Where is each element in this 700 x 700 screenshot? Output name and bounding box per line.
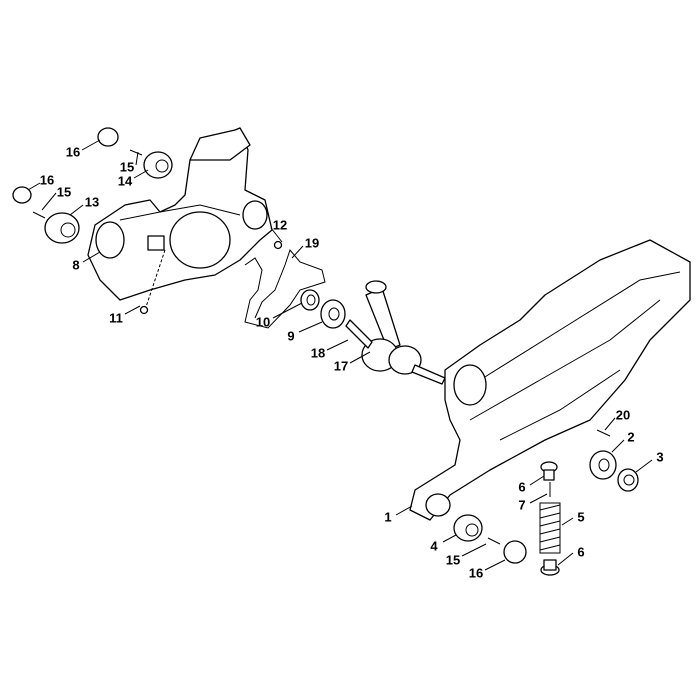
part-label-3: 3: [656, 449, 664, 465]
nut-12: [273, 240, 283, 250]
plug-6-lower: [540, 559, 560, 576]
crankcase-right-half: [409, 239, 691, 521]
part-label-7: 7: [518, 497, 526, 513]
screw-15-lower: [487, 537, 501, 545]
part-label-15: 15: [445, 552, 461, 568]
annular-buffer-14: [143, 151, 173, 179]
part-label-16: 16: [39, 172, 55, 188]
part-label-20: 20: [615, 407, 631, 423]
leader-lines: [27, 139, 653, 571]
part-label-6: 6: [577, 544, 585, 560]
screw-15-upper: [129, 149, 143, 156]
screw-20: [596, 429, 611, 437]
oil-seal-3: [617, 468, 639, 492]
screw-15-left: [32, 211, 46, 219]
annular-buffer-4: [453, 514, 483, 542]
part-label-10: 10: [255, 314, 271, 330]
crankcase-left-half: [87, 127, 273, 311]
plug-6-upper: [540, 461, 558, 481]
oil-seal-10: [300, 289, 320, 311]
part-label-16: 16: [468, 565, 484, 581]
part-label-19: 19: [304, 235, 320, 251]
annular-buffer-13: [44, 212, 80, 244]
screw-11: [139, 305, 149, 315]
plug-16-lower: [503, 540, 527, 564]
plug-16-left: [12, 186, 32, 204]
plug-16-upper: [97, 127, 119, 147]
part-label-9: 9: [287, 328, 295, 344]
part-label-2: 2: [627, 429, 635, 445]
part-label-16: 16: [65, 144, 81, 160]
part-label-4: 4: [430, 538, 438, 554]
part-label-18: 18: [310, 345, 326, 361]
ball-bearing-2: [589, 450, 617, 480]
crankshaft-17: [345, 280, 446, 385]
part-label-12: 12: [272, 217, 288, 233]
part-label-13: 13: [84, 194, 100, 210]
gasket-19: [244, 248, 326, 329]
part-label-17: 17: [333, 358, 349, 374]
part-label-1: 1: [384, 509, 392, 525]
part-label-11: 11: [109, 310, 123, 326]
part-label-14: 14: [117, 173, 133, 189]
part-label-6: 6: [518, 479, 526, 495]
part-label-15: 15: [56, 184, 72, 200]
part-label-8: 8: [72, 257, 80, 273]
ball-bearing-9: [320, 299, 346, 329]
spring-5: [539, 502, 561, 554]
part-label-5: 5: [577, 509, 585, 525]
part-label-15: 15: [119, 159, 135, 175]
